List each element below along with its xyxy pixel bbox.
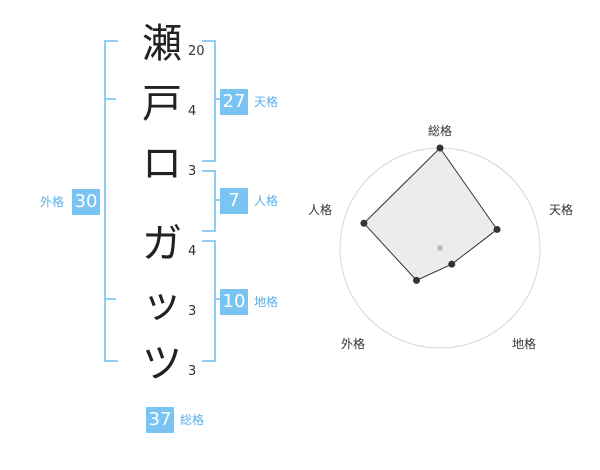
radar-shape: [360, 144, 501, 284]
gaikaku-bracket: [104, 40, 118, 362]
jinkaku-label: 人格: [254, 194, 279, 208]
gaikaku-value: 30: [72, 189, 100, 215]
jinkaku-bracket: [202, 170, 216, 232]
radar-label-jinkaku: 人格: [308, 203, 333, 217]
radar-label-tenkaku: 天格: [549, 203, 574, 217]
soukaku-label: 総格: [180, 413, 205, 427]
name-char-5: ッ: [142, 281, 182, 327]
name-char-3: ロ: [142, 141, 182, 187]
name-char-1: 瀬: [142, 21, 182, 67]
chikaku-tick: [214, 298, 222, 300]
stroke-count-2: 4: [188, 104, 197, 119]
stroke-count-1: 20: [188, 44, 205, 59]
name-char-6: ツ: [142, 341, 182, 387]
stroke-count-5: 3: [188, 304, 197, 319]
tenkaku-value: 27: [220, 89, 248, 115]
radar-polygon: [363, 147, 498, 281]
radar-label-soukaku: 総格: [428, 124, 453, 138]
radar-point-4: [412, 276, 420, 284]
radar-label-chikaku: 地格: [512, 337, 537, 351]
radar-point-1: [436, 144, 444, 152]
soukaku-value: 37: [146, 407, 174, 433]
chikaku-label: 地格: [254, 295, 279, 309]
radar-point-5: [360, 219, 368, 227]
stroke-count-4: 4: [188, 244, 197, 259]
bracket-tick: [104, 98, 116, 100]
gaikaku-label: 外格: [40, 195, 65, 209]
jinkaku-tick: [214, 199, 222, 201]
jinkaku-value: 7: [220, 188, 248, 214]
name-char-4: ガ: [142, 221, 182, 267]
radar-point-3: [448, 260, 456, 268]
tenkaku-label: 天格: [254, 95, 279, 109]
chikaku-bracket: [202, 240, 216, 362]
tenkaku-tick: [214, 98, 222, 100]
stroke-count-3: 3: [188, 164, 197, 179]
radar-center-dot: [437, 245, 443, 251]
radar-point-2: [493, 225, 501, 233]
bracket-tick: [104, 298, 116, 300]
chikaku-value: 10: [220, 289, 248, 315]
stroke-count-6: 3: [188, 364, 197, 379]
name-char-2: 戸: [142, 81, 182, 127]
radar-label-gaikaku: 外格: [341, 337, 366, 351]
tenkaku-bracket: [202, 40, 216, 162]
